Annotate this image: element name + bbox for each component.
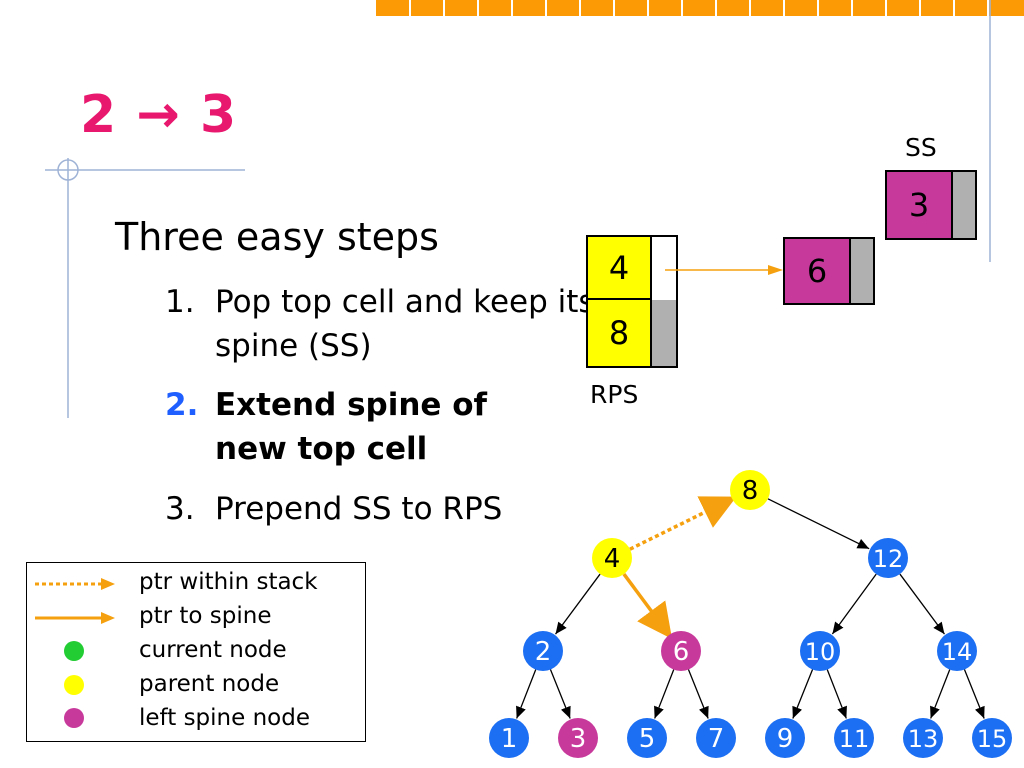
tree-edge-4-2: [554, 573, 601, 635]
legend-dotted-arrow-head: [101, 578, 115, 590]
tree-node-label-5: 5: [639, 724, 656, 754]
top-ribbon: [376, 0, 1024, 16]
tree-node-label-15: 15: [977, 725, 1008, 753]
tree-node-10: [800, 631, 840, 671]
legend-magenta-dot: [64, 708, 84, 728]
tree-node-label-9: 9: [777, 724, 794, 754]
rps-label: RPS: [590, 380, 639, 409]
tree-node-label-3: 3: [570, 724, 587, 754]
rps-cell-top: 4: [588, 237, 652, 300]
tree-node-3: [558, 718, 598, 758]
step-3: 3. Prepend SS to RPS: [165, 487, 585, 533]
tree-node-6: [661, 631, 701, 671]
step-1: 1. Pop top cell and keep its spine (SS): [165, 280, 595, 370]
tree-node-label-2: 2: [535, 637, 552, 667]
tree-edge-2-3: [549, 669, 571, 719]
tree-node-label-14: 14: [942, 638, 973, 666]
tree-edge-10-9: [792, 669, 814, 719]
tree-node-12: [868, 538, 908, 578]
tree-node-label-6: 6: [673, 637, 690, 667]
spine-cell-body: 6: [785, 239, 851, 303]
tree-node-9: [765, 718, 805, 758]
tree-node-label-13: 13: [908, 725, 939, 753]
tree-node-label-7: 7: [708, 724, 725, 754]
tree-node-14: [937, 631, 977, 671]
rps-cell-top-value: 4: [608, 248, 630, 287]
tree-edge-14-15: [963, 669, 985, 719]
step-3-number: 3.: [165, 491, 195, 527]
rps-cell-bottom: 8: [588, 300, 652, 366]
legend-label-current-node: current node: [139, 637, 287, 663]
rps-cell-bottom-value: 8: [608, 314, 630, 352]
tree-edge-6-7: [687, 669, 709, 719]
step-2: 2. Extend spine of new top cell: [165, 383, 585, 473]
tree-node-4: [592, 538, 632, 578]
step-3-text: Prepend SS to RPS: [215, 491, 503, 527]
tree-node-8: [730, 470, 770, 510]
steps-heading: Three easy steps: [115, 215, 439, 259]
tree-node-label-12: 12: [873, 545, 904, 573]
step-1-number: 1.: [165, 284, 195, 320]
tree-node-5: [627, 718, 667, 758]
tree-edge-2-1: [516, 669, 537, 719]
legend-yellow-dot: [64, 675, 84, 695]
rps-stack: 4 8: [586, 235, 678, 368]
tree-node-label-1: 1: [501, 724, 518, 754]
tree-edge-6-5: [654, 669, 675, 719]
tree-node-label-10: 10: [805, 638, 836, 666]
tree-node-15: [972, 718, 1012, 758]
tree-node-13: [903, 718, 943, 758]
tree-node-7: [696, 718, 736, 758]
spine-cell: 6: [783, 237, 875, 305]
tree-edge-14-13: [930, 669, 951, 719]
tree-edge-12-14: [899, 573, 946, 635]
step-2-number: 2.: [165, 387, 199, 423]
tree-edge-10-11: [826, 669, 847, 719]
ss-cell-body: 3: [887, 172, 953, 238]
tree-node-2: [523, 631, 563, 671]
legend-label-ptr-to-spine: ptr to spine: [139, 603, 272, 629]
slide-title: 2 → 3: [80, 85, 238, 145]
legend-green-dot: [64, 641, 84, 661]
tree-node-1: [489, 718, 529, 758]
ss-cell-value: 3: [908, 186, 930, 224]
tree-node-label-11: 11: [839, 725, 870, 753]
tree-node-11: [834, 718, 874, 758]
ss-cell: 3: [885, 170, 977, 240]
tree-spine-pointer-4-6: [622, 573, 673, 639]
ss-label: SS: [905, 133, 937, 162]
legend-label-ptr-within-stack: ptr within stack: [139, 569, 318, 595]
rps-pointer-slot: [652, 300, 676, 366]
step-2-text: Extend spine of new top cell: [215, 387, 488, 467]
legend-label-parent-node: parent node: [139, 671, 280, 697]
tree-node-label-8: 8: [742, 476, 759, 506]
legend-symbols: [35, 578, 115, 728]
step-1-text: Pop top cell and keep its spine (SS): [215, 284, 595, 364]
spine-cell-value: 6: [806, 252, 828, 290]
legend-box: ptr within stack ptr to spine current no…: [26, 562, 366, 742]
tree-edge-12-10: [831, 573, 877, 635]
tree-edge-8-12: [767, 498, 870, 550]
legend-label-left-spine-node: left spine node: [139, 705, 310, 731]
legend-solid-arrow-head: [101, 612, 115, 624]
tree-node-label-4: 4: [604, 544, 621, 574]
tree-stack-pointer-4-8: [629, 496, 737, 551]
ribbon-dividers: [409, 0, 989, 16]
